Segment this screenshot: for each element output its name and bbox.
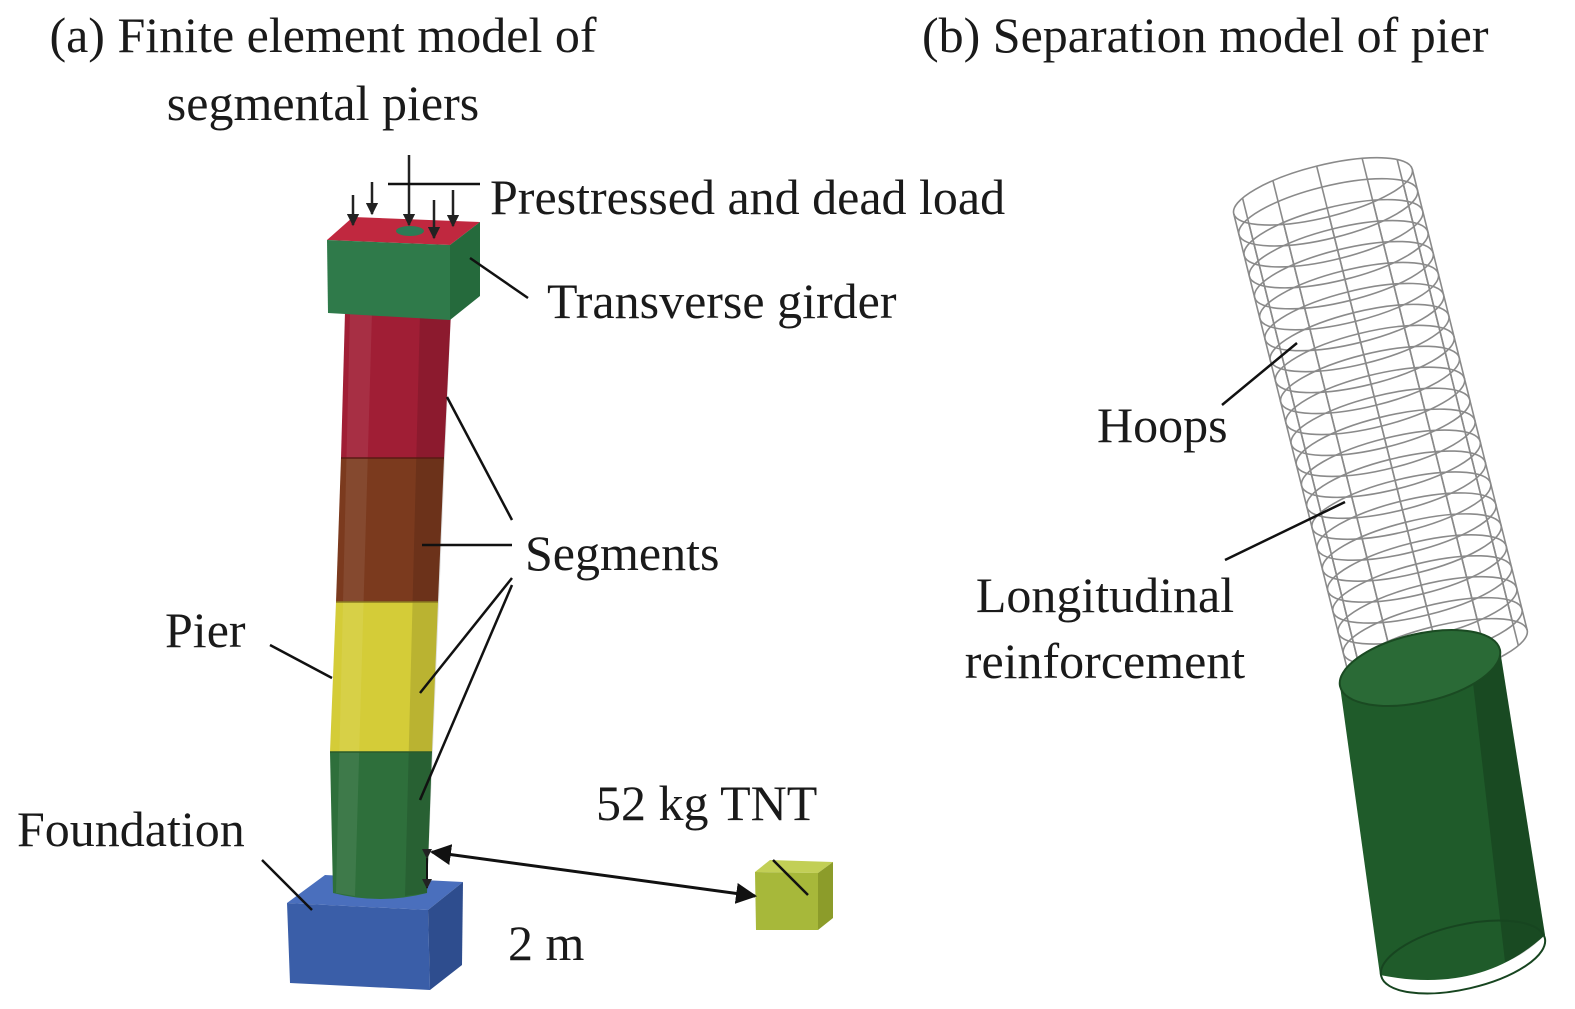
hoop-ring — [1248, 219, 1429, 289]
leader-segment-red — [445, 396, 514, 521]
hoop-ring — [1305, 450, 1487, 520]
hoop-ring — [1258, 261, 1440, 331]
label-segments: Segments — [525, 525, 720, 581]
label-prestressed-load: Prestressed and dead load — [490, 169, 1006, 225]
segment-brown — [336, 458, 444, 602]
transverse-girder — [327, 217, 480, 320]
leader-lines-b — [1221, 342, 1346, 562]
hoop-ring — [1284, 366, 1466, 436]
pier-column — [330, 312, 451, 899]
hoop-ring — [1237, 177, 1419, 247]
tnt-charge — [755, 860, 833, 930]
hoop-ring — [1243, 198, 1424, 268]
segmental-pier-model — [261, 155, 833, 990]
tnt-side — [818, 862, 833, 930]
panel-a-title-line1: (a) Finite element model of — [49, 7, 597, 63]
label-foundation: Foundation — [17, 801, 245, 857]
label-pier: Pier — [165, 602, 246, 658]
load-arrows — [346, 155, 460, 240]
hoop-bars — [1232, 156, 1529, 687]
concrete-core — [1338, 629, 1547, 995]
tnt-front — [755, 872, 818, 930]
segment-bottom — [330, 752, 432, 899]
label-distance: 2 m — [508, 915, 585, 971]
leader-longitudinal — [1224, 500, 1346, 562]
hoop-ring — [1300, 429, 1482, 499]
label-tnt: 52 kg TNT — [596, 775, 818, 831]
rebar-cage — [1232, 156, 1529, 687]
leader-tnt — [772, 859, 809, 896]
core-shade — [1470, 650, 1545, 962]
distance-arrow — [429, 844, 758, 904]
girder-front — [327, 240, 450, 320]
foundation-side — [428, 882, 463, 990]
core-body — [1340, 650, 1545, 980]
core-top — [1338, 629, 1502, 707]
panel-b-title: (b) Separation model of pier — [922, 7, 1489, 63]
hoop-ring — [1311, 471, 1492, 541]
panel-a-title-line2: segmental piers — [166, 75, 480, 131]
leader-girder — [469, 256, 529, 300]
hoop-ring — [1290, 387, 1471, 457]
label-longitudinal-line2: reinforcement — [964, 633, 1246, 689]
hoop-ring — [1269, 303, 1450, 373]
girder-side — [450, 222, 480, 320]
hoop-ring — [1331, 554, 1513, 624]
label-longitudinal-line1: Longitudinal — [975, 567, 1235, 623]
label-hoops: Hoops — [1097, 397, 1228, 453]
girder-hole — [396, 226, 424, 236]
leader-lines-a — [261, 182, 809, 911]
leader-pier — [269, 643, 333, 680]
separation-model — [1221, 156, 1547, 995]
core-bottom-edge — [1379, 919, 1547, 995]
hoop-ring — [1232, 156, 1414, 226]
leader-foundation — [261, 859, 313, 911]
segment-yellow — [330, 602, 438, 752]
label-transverse-girder: Transverse girder — [547, 273, 897, 329]
foundation-front — [287, 903, 430, 990]
hoop-ring — [1321, 513, 1503, 582]
hoop-ring — [1326, 534, 1508, 603]
hoop-ring — [1274, 324, 1456, 394]
hoop-ring — [1279, 345, 1461, 415]
leader-hoops — [1221, 342, 1298, 406]
hoop-ring — [1253, 240, 1435, 310]
leader-segment-yellow — [419, 577, 513, 694]
segment-red — [341, 312, 451, 458]
hoop-ring — [1264, 282, 1445, 352]
leader-segment-green — [418, 584, 514, 801]
hoop-ring — [1295, 408, 1476, 478]
hoop-ring — [1316, 492, 1497, 562]
